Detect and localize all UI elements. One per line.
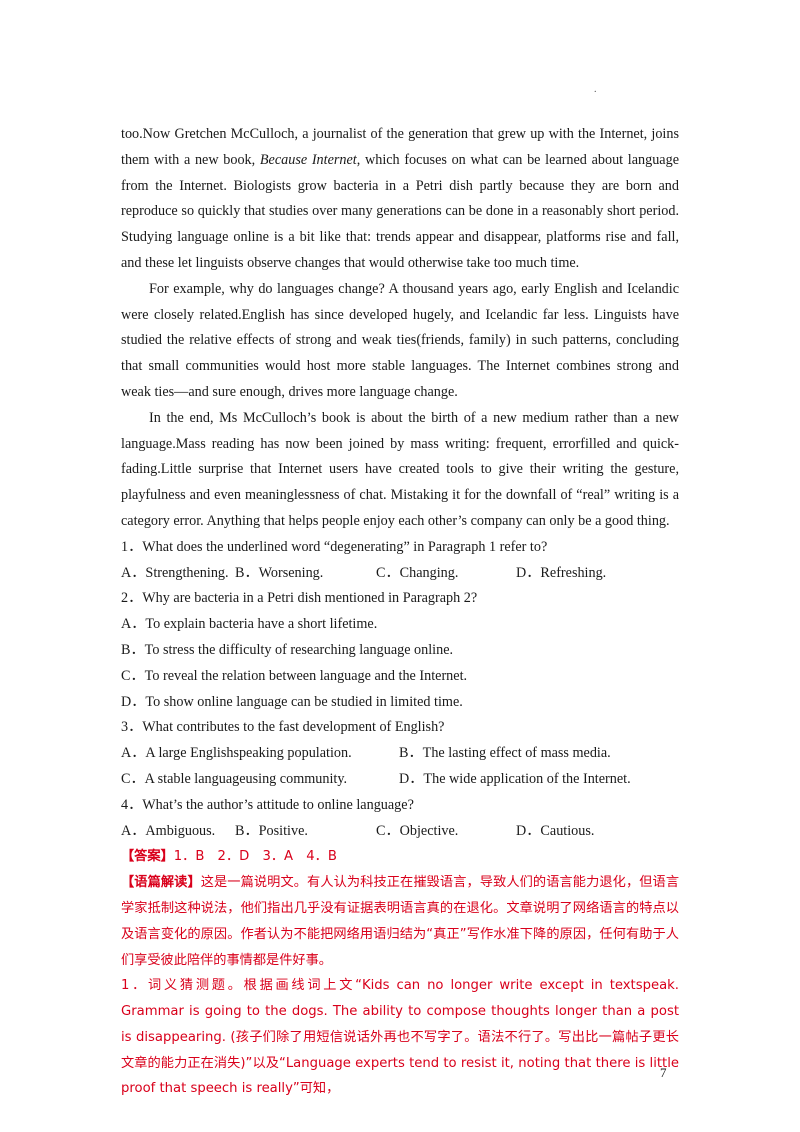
option-b: B．Positive. (235, 822, 308, 839)
option-a: A．Ambiguous. (121, 822, 216, 839)
option-a: A．To explain bacteria have a short lifet… (121, 616, 378, 633)
question-stem: 1．What does the underlined word “degener… (121, 538, 548, 555)
option-b: B．To stress the difficulty of researchin… (121, 641, 454, 658)
option-a: A．A large Englishspeaking population. (121, 745, 352, 762)
option-c: C．Changing. (376, 564, 459, 581)
option-c: C．A stable languageusing community. (121, 770, 348, 787)
answer-key: 【答案】1．B 2．D 3．A 4．B (121, 844, 679, 870)
option-a: A．Strengthening. (121, 564, 229, 581)
answer-label: 【答案】 (121, 849, 174, 865)
paragraph-text: , which focuses on what can be learned a… (121, 151, 679, 271)
option-d: D．Refreshing. (516, 564, 607, 581)
option-b: B．The lasting effect of mass media. (399, 745, 611, 762)
question-stem: 2．Why are bacteria in a Petri dish menti… (121, 590, 478, 607)
question-stem: 3．What contributes to the fast developme… (121, 719, 445, 736)
paragraph-text: too.Now Gretchen McCulloch, a journalist… (121, 126, 679, 168)
option-d: D．Cautious. (516, 822, 595, 839)
question-4: 4．What’s the author’s attitude to online… (121, 793, 679, 845)
page-number: 7 (660, 1065, 667, 1080)
text-interpretation: 【语篇解读】这是一篇说明文。有人认为科技正在摧毁语言，导致人们的语言能力退化，但… (121, 870, 679, 973)
header-mark: . (594, 84, 597, 95)
question-3: 3．What contributes to the fast developme… (121, 715, 679, 792)
options-row: C．A stable languageusing community. D．Th… (121, 767, 679, 793)
option-c: C．Objective. (376, 822, 459, 839)
passage-paragraph-3: In the end, Ms McCulloch’s book is about… (121, 409, 679, 529)
option-b: B．Worsening. (235, 564, 324, 581)
option-d: D．To show online language can be studied… (121, 693, 463, 710)
options-row: A．A large Englishspeaking population. B．… (121, 741, 679, 767)
explanation-1: 1．词义猜测题。根据画线词上文“Kids can no longer write… (121, 978, 679, 1097)
options-row: A．Ambiguous. B．Positive. C．Objective. D．… (121, 819, 679, 845)
question-stem: 4．What’s the author’s attitude to online… (121, 796, 414, 813)
question-1: 1．What does the underlined word “degener… (121, 535, 679, 587)
options-row: A．Strengthening. B．Worsening. C．Changing… (121, 561, 679, 587)
option-c: C．To reveal the relation between languag… (121, 667, 468, 684)
book-title: Because Internet (259, 151, 357, 168)
content-area: too.Now Gretchen McCulloch, a journalist… (121, 122, 679, 1102)
interpretation-label: 【语篇解读】 (121, 875, 201, 891)
option-d: D．The wide application of the Internet. (399, 770, 631, 787)
passage-paragraph-2: For example, why do languages change? A … (121, 280, 679, 400)
question-2: 2．Why are bacteria in a Petri dish menti… (121, 586, 679, 715)
passage-paragraph-1: too.Now Gretchen McCulloch, a journalist… (121, 122, 679, 277)
answer-text: 1．B 2．D 3．A 4．B (173, 849, 337, 865)
interpretation-text: 这是一篇说明文。有人认为科技正在摧毁语言，导致人们的语言能力退化，但语言学家抵制… (121, 875, 680, 968)
